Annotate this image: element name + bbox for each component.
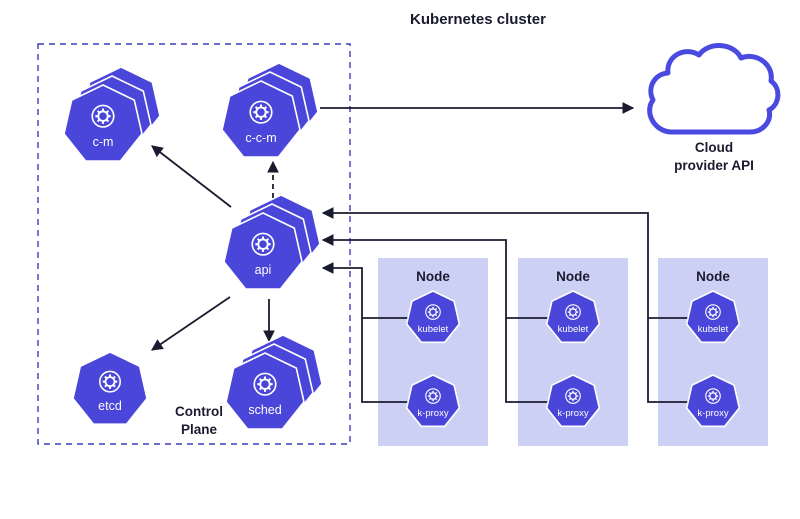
node2-kubelet-label: kubelet <box>558 324 589 335</box>
node-label-1: Node <box>416 269 450 284</box>
node1-kubelet-label: kubelet <box>418 324 449 335</box>
sched-label: sched <box>248 403 281 417</box>
node2-k-proxy-component: k-proxy <box>545 374 601 428</box>
node-label-2: Node <box>556 269 590 284</box>
components-layer: c-m c-c-m api etcd sched kubelet k-proxy kubele… <box>63 62 741 430</box>
c-c-m-label: c-c-m <box>245 131 276 145</box>
arrow-api-to-etcd <box>151 296 231 351</box>
node3-k-proxy-label: k-proxy <box>697 408 728 419</box>
api-component: api <box>223 194 321 290</box>
control-plane-boundary <box>37 43 351 445</box>
diagram-title: Kubernetes cluster <box>410 11 546 28</box>
cloud-label-line1: Cloud <box>695 140 733 155</box>
etcd-component: etcd <box>72 351 148 426</box>
c-m-label: c-m <box>93 135 114 149</box>
control-plane-label-line2: Plane <box>181 422 218 437</box>
node1-k-proxy-label: k-proxy <box>417 408 448 419</box>
sched-component: sched <box>225 334 323 430</box>
link-node2-to-api <box>321 234 548 403</box>
arrow-api-to-cm <box>151 145 232 208</box>
diagram-arrows <box>151 102 688 403</box>
node3-kubelet-label: kubelet <box>698 324 729 335</box>
cloud-provider: Cloud provider API <box>647 43 781 173</box>
node1-k-proxy-component: k-proxy <box>405 374 461 428</box>
node-label-3: Node <box>696 269 730 284</box>
node2-kubelet-component: kubelet <box>545 290 601 344</box>
node3-k-proxy-component: k-proxy <box>685 374 741 428</box>
node1-kubelet-component: kubelet <box>405 290 461 344</box>
c-m-component: c-m <box>63 66 161 162</box>
node3-kubelet-component: kubelet <box>685 290 741 344</box>
cloud-icon <box>647 43 781 135</box>
cloud-label-line2: provider API <box>674 158 754 173</box>
link-node3-to-api <box>321 207 688 403</box>
c-c-m-component: c-c-m <box>221 62 319 158</box>
node2-k-proxy-label: k-proxy <box>557 408 588 419</box>
control-plane-label-line1: Control <box>175 404 223 419</box>
etcd-label: etcd <box>98 399 122 413</box>
link-node1-to-api <box>321 262 408 403</box>
api-label: api <box>255 263 272 277</box>
